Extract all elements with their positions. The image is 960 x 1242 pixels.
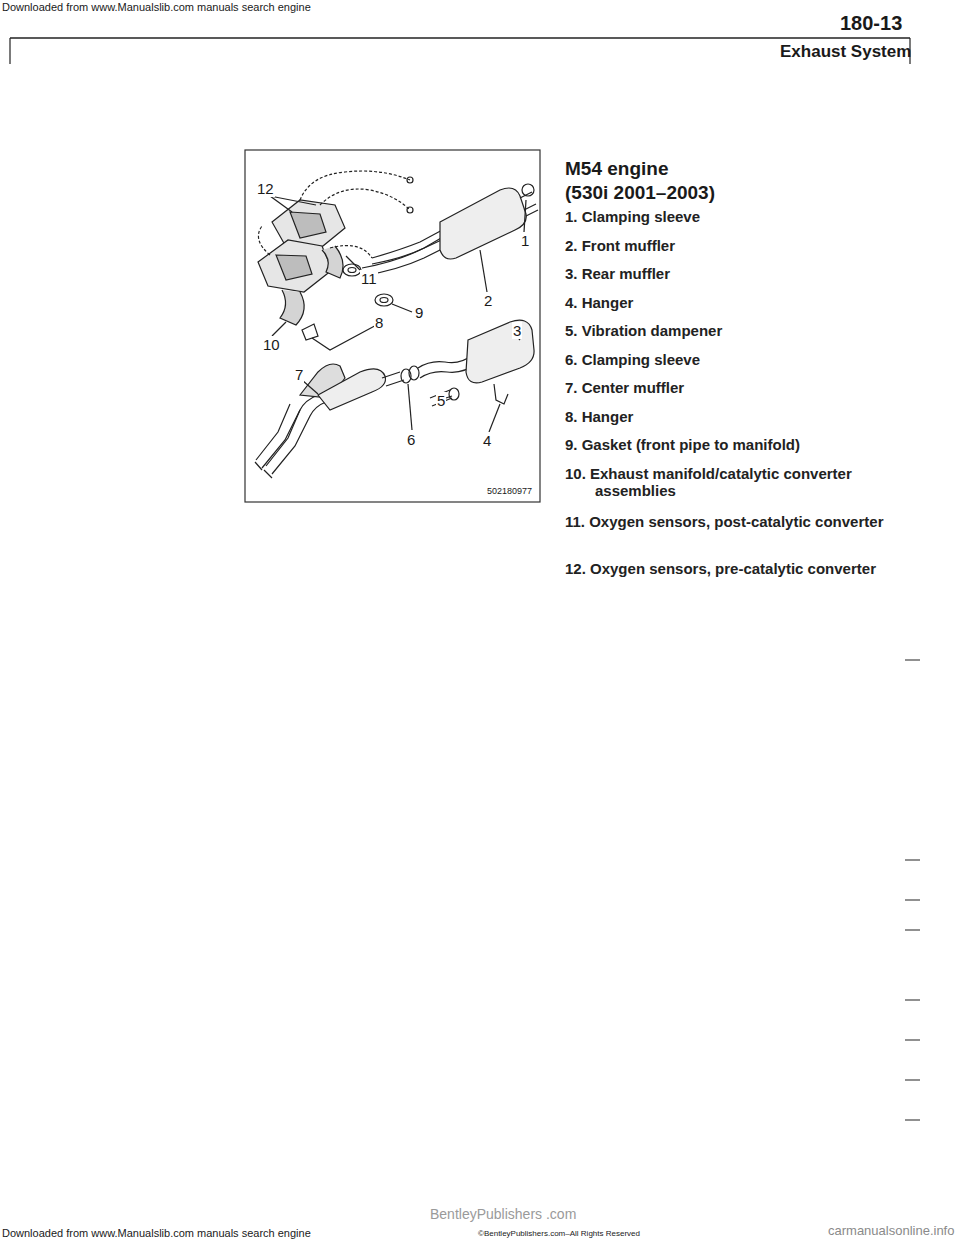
- legend-item: 8. Hanger: [565, 408, 885, 425]
- legend-item: 12. Oxygen sensors, pre-catalytic conver…: [565, 560, 885, 577]
- callout-number: 7: [294, 366, 304, 383]
- callout-number: 10: [262, 336, 281, 353]
- figure-code: 502180977: [487, 486, 532, 496]
- legend-item: 6. Clamping sleeve: [565, 351, 885, 368]
- callout-number: 2: [483, 292, 493, 309]
- watermark: carmanualsonline.info: [828, 1224, 954, 1239]
- watermark: BentleyPublishers .com: [430, 1206, 576, 1222]
- callout-number: 8: [374, 314, 384, 331]
- line-art: [10, 38, 920, 1120]
- legend-item: 2. Front muffler: [565, 237, 885, 254]
- callout-number: 4: [482, 432, 492, 449]
- callout-number: 1: [520, 232, 530, 249]
- legend-item: 1. Clamping sleeve: [565, 208, 885, 225]
- callout-number: 3: [512, 322, 522, 339]
- page-number: 180-13: [840, 12, 902, 35]
- legend-item: 10. Exhaust manifold/catalytic converter…: [565, 465, 885, 500]
- callout-number: 12: [256, 180, 275, 197]
- copyright-note: ©BentleyPublishers.com–All Rights Reserv…: [478, 1229, 640, 1238]
- legend-item: 5. Vibration dampener: [565, 322, 885, 339]
- legend-item: 4. Hanger: [565, 294, 885, 311]
- callout-number: 11: [360, 270, 378, 287]
- figure-heading: (530i 2001–2003): [565, 182, 715, 204]
- download-note: Downloaded from www.Manualslib.com manua…: [2, 1, 311, 14]
- legend-item: 11. Oxygen sensors, post-catalytic conve…: [565, 513, 885, 530]
- legend-item: 9. Gasket (front pipe to manifold): [565, 436, 885, 453]
- callout-number: 6: [406, 431, 416, 448]
- section-title: Exhaust System: [780, 42, 911, 62]
- legend-item: 7. Center muffler: [565, 379, 885, 396]
- callout-number: 5: [436, 392, 446, 409]
- figure-heading: M54 engine: [565, 158, 668, 180]
- callout-number: 9: [414, 304, 424, 321]
- legend-item: 3. Rear muffler: [565, 265, 885, 282]
- download-note: Downloaded from www.Manualslib.com manua…: [2, 1227, 311, 1240]
